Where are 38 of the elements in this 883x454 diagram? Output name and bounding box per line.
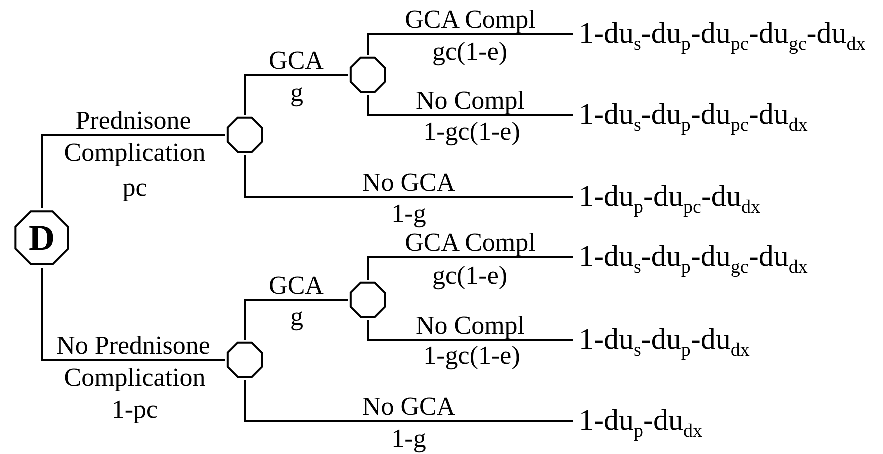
edge-label: No Compl xyxy=(416,313,526,339)
edge-label: No Prednisone xyxy=(56,333,210,359)
chance-node xyxy=(348,55,388,95)
decision-node xyxy=(12,208,72,268)
branch-line xyxy=(244,155,573,198)
chance-node xyxy=(348,280,388,320)
edge-label: No Compl xyxy=(416,88,526,114)
branch-line xyxy=(367,95,573,116)
probability-label: 1-g xyxy=(392,201,426,227)
branch-line xyxy=(244,74,348,115)
edge-label: No GCA xyxy=(362,394,456,420)
branch-line xyxy=(41,134,225,208)
edge-label: No GCA xyxy=(362,170,456,196)
probability-label: 1-pc xyxy=(112,397,158,423)
edge-label: GCA Compl xyxy=(405,7,536,33)
probability-label: gc(1-e) xyxy=(432,263,508,289)
probability-label: Complication xyxy=(64,365,206,391)
edge-label: GCA xyxy=(269,48,324,74)
edge-label: Prednisone xyxy=(76,108,192,134)
branch-line xyxy=(367,33,573,55)
node-letter: D xyxy=(29,220,55,256)
probability-label: 1-g xyxy=(392,426,426,452)
probability-label: g xyxy=(290,304,304,330)
probability-label: 1-gc(1-e) xyxy=(424,343,520,369)
branch-line xyxy=(244,299,348,340)
probability-label: gc(1-e) xyxy=(432,39,508,65)
probability-label: pc xyxy=(122,175,148,201)
chance-node xyxy=(225,340,265,380)
branch-line xyxy=(367,256,573,280)
edge-label: GCA Compl xyxy=(405,230,536,256)
branch-line xyxy=(244,380,573,422)
probability-label: 1-gc(1-e) xyxy=(424,119,520,145)
branch-line xyxy=(41,268,225,361)
edge-label: GCA xyxy=(269,273,324,299)
branch-line xyxy=(367,320,573,341)
probability-label: Complication xyxy=(64,140,206,166)
chance-node xyxy=(225,115,265,155)
probability-label: g xyxy=(290,80,304,106)
